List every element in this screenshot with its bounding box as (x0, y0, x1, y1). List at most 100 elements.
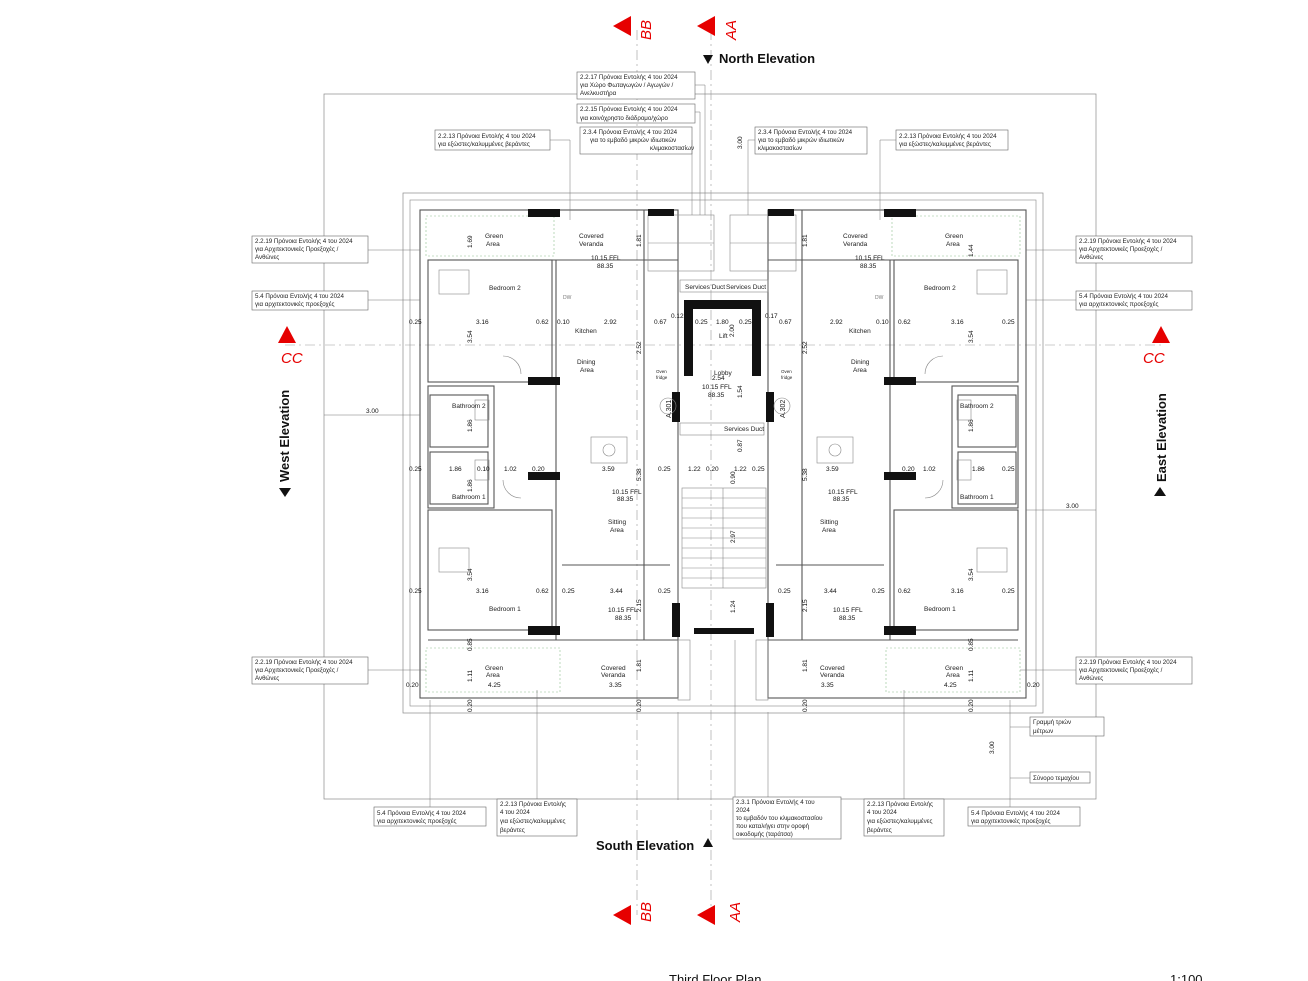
note-2-2-13d-l4: βεράντες (867, 827, 892, 834)
dim-1-81-d: 1.81 (802, 659, 809, 672)
room-sitting-west: Sitting (608, 519, 626, 526)
note-5-4d-l2: για αρχιτεκτονικές προεξοχές (971, 818, 1050, 825)
room-green-area-nw-2: Area (486, 241, 500, 248)
level-tags: 10.15 FFL 88.35 10.15 FFL 88.35 10.15 FF… (591, 255, 885, 622)
room-green-area-ne-2: Area (946, 241, 960, 248)
dim-0-62-c: 0.62 (536, 588, 549, 595)
note-2-2-13b-l1: 2.2.13 Πρόνοια Εντολής 4 του 2024 (899, 133, 997, 140)
level-lobby: 88.35 (708, 392, 725, 399)
section-label-cc-right: CC (1143, 350, 1165, 367)
dim-1-81-c: 1.81 (636, 659, 643, 672)
dim-0-20-c: 0.20 (902, 466, 915, 473)
room-covered-veranda-nw: Covered (579, 233, 604, 240)
room-lobby: Lobby (714, 370, 732, 377)
plot-boundary (323, 93, 1097, 800)
dim-0-25-d: 0.25 (1002, 319, 1015, 326)
dim-0-10-c: 0.10 (477, 466, 490, 473)
room-services-duct-2: Services Duct (726, 284, 766, 291)
ffl-west-sitting: 10.15 FFL (612, 489, 642, 496)
room-dining-west-2: Area (580, 367, 594, 374)
note-2-3-4b-l1: 2.3.4 Πρόνοια Εντολής 4 του 2024 (758, 129, 853, 136)
room-bathroom1-east: Bathroom 1 (960, 494, 994, 501)
section-marker-bb-top (613, 16, 631, 36)
room-bathroom2-east: Bathroom 2 (960, 403, 994, 410)
dim-0-20-a: 0.20 (532, 466, 545, 473)
dim-3-59-a: 3.59 (602, 466, 615, 473)
dim-1-86-e: 1.86 (972, 466, 985, 473)
note-plot-boundary: Σύνορο τεμαχίου (1033, 775, 1080, 782)
note-2-2-19c-l2: για Αρχιτεκτονικές Προεξοχές / (255, 667, 339, 674)
level-se: 88.35 (839, 615, 856, 622)
dw-east: DW (875, 295, 884, 301)
note-5-4c-l1: 5.4 Πρόνοια Εντολής 4 του 2024 (377, 810, 466, 817)
note-2-3-4b-l2: για το εμβαδό μικρών ιδιωτικών (758, 137, 844, 144)
dim-3-35-a: 3.35 (609, 682, 622, 689)
note-2-3-4b-l3: κλιμακοστασίων (758, 145, 802, 152)
section-mark-a302: A.302 (780, 400, 787, 418)
dim-2-54: 2.54 (712, 375, 725, 382)
south-arrow-icon (703, 838, 713, 847)
note-2-2-15-l2: για κοινόχρηστο διάδρομο/χώρο (580, 115, 668, 122)
note-2-3-1-l1: 2.3.1 Πρόνοια Εντολής 4 του (736, 799, 815, 806)
annotations: 2.2.17 Πρόνοια Εντολής 4 του 2024 για Χώ… (251, 71, 1193, 840)
drawing-scale: 1:100 (1170, 972, 1203, 981)
note-2-2-17-l2: για Χώρο Φωταγωγών / Αγωγών / (580, 82, 673, 89)
note-2-2-19a-l1: 2.2.19 Πρόνοια Εντολής 4 του 2024 (255, 238, 353, 245)
dim-0-10-b: 0.10 (876, 319, 889, 326)
dim-0-85-a: 0.85 (467, 638, 474, 651)
west-elevation-label: West Elevation (277, 390, 292, 482)
room-covered-veranda-nw-2: Veranda (579, 241, 604, 248)
dim-1-11-b: 1.11 (968, 669, 975, 682)
section-marker-cc-left (278, 326, 296, 343)
note-2-2-13a-l2: για εξώστες/καλυμμένες βεράντες (438, 141, 530, 148)
dim-4-25-a: 4.25 (488, 682, 501, 689)
note-2-2-13c-l4: βεράντες (500, 827, 525, 834)
dim-1-22-a: 1.22 (688, 466, 701, 473)
dim-3-54-d: 3.54 (968, 568, 975, 581)
note-three-metre-line-l2: μέτρων (1033, 728, 1053, 735)
room-bathroom2-west: Bathroom 2 (452, 403, 486, 410)
dw-west: DW (563, 295, 572, 301)
dim-1-02-b: 1.02 (923, 466, 936, 473)
dim-3-00-east: 3.00 (1066, 503, 1079, 510)
room-green-area-sw: Green (485, 665, 503, 672)
dim-0-10-a: 0.10 (557, 319, 570, 326)
note-2-2-15-l1: 2.2.15 Πρόνοια Εντολής 4 του 2024 (580, 106, 678, 113)
room-sitting-east: Sitting (820, 519, 838, 526)
note-5-4b-l2: για αρχιτεκτονικές προεξοχές (1079, 301, 1158, 308)
note-2-3-4a-l1: 2.3.4 Πρόνοια Εντολής 4 του 2024 (583, 129, 678, 136)
room-labels: Green Area Covered Veranda Green Area Co… (452, 233, 994, 679)
dim-2-15-b: 2.15 (802, 599, 809, 612)
dim-2-92-b: 2.92 (830, 319, 843, 326)
dim-0-25-g: 0.25 (752, 466, 765, 473)
dim-0-20-e: 0.20 (1027, 682, 1040, 689)
section-label-bb-top: BB (638, 20, 655, 40)
dim-0-90: 0.90 (730, 471, 737, 484)
dim-1-22-b: 1.22 (734, 466, 747, 473)
note-2-2-13a-l1: 2.2.13 Πρόνοια Εντολής 4 του 2024 (438, 133, 536, 140)
dim-0-20-f: 0.20 (467, 699, 474, 712)
dim-0-20-i: 0.20 (968, 699, 975, 712)
section-label-aa-bottom: AA (727, 902, 744, 923)
section-marker-aa-top (697, 16, 715, 36)
room-green-area-sw-2: Area (486, 672, 500, 679)
dim-3-54-b: 3.54 (968, 330, 975, 343)
dim-1-44: 1.44 (968, 244, 975, 257)
room-services-duct-1: Services Duct (685, 284, 725, 291)
note-2-2-19d-l1: 2.2.19 Πρόνοια Εντολής 4 του 2024 (1079, 659, 1177, 666)
dim-3-16-d: 3.16 (951, 588, 964, 595)
west-arrow-icon (279, 488, 291, 497)
section-marker-cc-right (1152, 326, 1170, 343)
dim-3-54-a: 3.54 (467, 330, 474, 343)
oven-east: Oven (781, 369, 792, 374)
dim-1-02-a: 1.02 (504, 466, 517, 473)
room-green-area-ne: Green (945, 233, 963, 240)
dim-5-38-a: 5.38 (636, 468, 643, 481)
room-bedroom1-east: Bedroom 1 (924, 606, 956, 613)
room-services-duct-3: Services Duct (724, 426, 764, 433)
note-2-2-19b-l3: Ανθώνες (1079, 254, 1103, 261)
room-lift: Lift (719, 333, 728, 340)
dim-0-25-h: 0.25 (1002, 466, 1015, 473)
note-5-4c-l2: για αρχιτεκτονικές προεξοχές (377, 818, 456, 825)
